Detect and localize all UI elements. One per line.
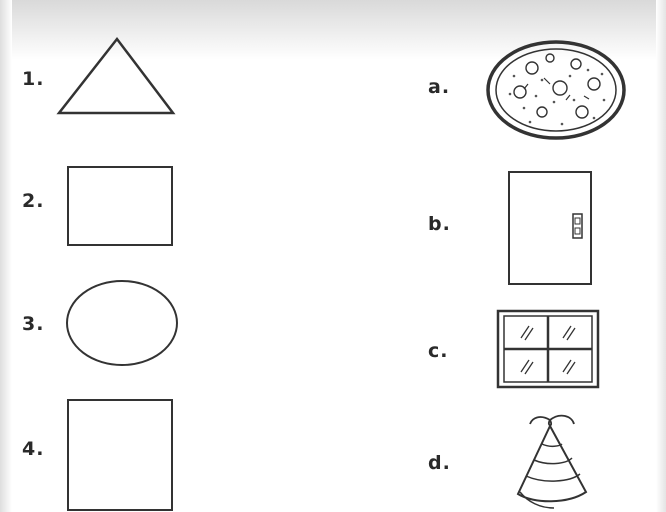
oval-icon xyxy=(62,278,182,370)
object-letter-c: c. xyxy=(428,340,448,362)
door-icon xyxy=(505,168,597,288)
object-letter-a: a. xyxy=(428,76,450,98)
shape-number-1: 1. xyxy=(22,68,44,90)
square-icon xyxy=(64,396,178,512)
object-letter-d: d. xyxy=(428,452,451,474)
shape-number-2: 2. xyxy=(22,190,44,212)
window-icon xyxy=(495,308,603,392)
shape-number-3: 3. xyxy=(22,313,44,335)
page-left-shadow xyxy=(0,0,12,512)
pizza-icon xyxy=(484,38,634,146)
triangle-icon xyxy=(55,35,180,120)
rectangle-icon xyxy=(64,163,178,249)
object-letter-b: b. xyxy=(428,213,451,235)
page-right-shadow xyxy=(656,0,666,512)
party-hat-icon xyxy=(510,408,594,512)
shape-number-4: 4. xyxy=(22,438,44,460)
